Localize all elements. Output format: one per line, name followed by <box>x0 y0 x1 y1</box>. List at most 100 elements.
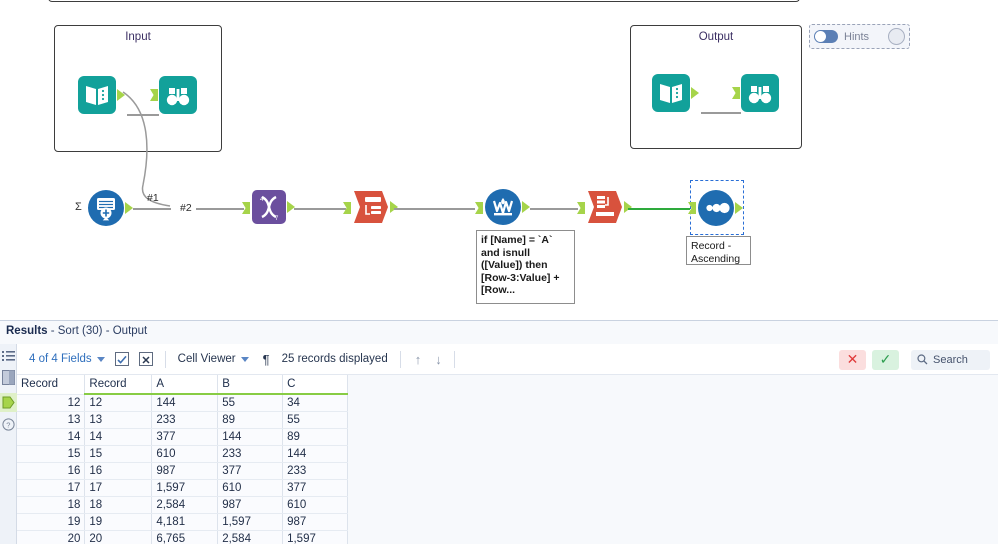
table-cell[interactable]: 2,584 <box>217 530 284 544</box>
table-cell[interactable]: 55 <box>217 394 284 412</box>
table-cell[interactable]: 377 <box>282 479 348 497</box>
table-cell[interactable]: 19 <box>84 513 153 531</box>
table-cell[interactable]: 1,597 <box>217 513 284 531</box>
tool-container-input[interactable]: Input <box>54 25 222 152</box>
table-cell[interactable]: 233 <box>282 462 348 480</box>
table-cell[interactable]: 233 <box>217 445 284 463</box>
sort-tool[interactable] <box>688 190 743 226</box>
output-anchor-icon[interactable] <box>0 393 17 412</box>
table-cell[interactable]: 987 <box>217 496 284 514</box>
summarize-tool[interactable]: Σ <box>75 190 133 226</box>
pilcrow-icon[interactable]: ¶ <box>262 351 270 367</box>
table-cell-rownum[interactable]: 15 <box>17 445 86 463</box>
output-anchor[interactable] <box>117 89 125 101</box>
fields-dropdown[interactable]: 4 of 4 Fields <box>29 353 105 365</box>
table-cell[interactable]: 4,181 <box>151 513 219 531</box>
table-cell[interactable]: 377 <box>151 428 219 446</box>
cross-tab-tool[interactable] <box>577 189 632 225</box>
table-cell-rownum[interactable]: 14 <box>17 428 86 446</box>
select-tool[interactable] <box>343 189 398 225</box>
help-icon[interactable]: ? <box>2 418 15 431</box>
table-cell-rownum[interactable]: 12 <box>17 394 86 412</box>
input-anchor[interactable] <box>242 202 250 214</box>
table-cell[interactable]: 987 <box>151 462 219 480</box>
table-cell[interactable]: 13 <box>84 411 153 429</box>
search-input[interactable]: Search <box>911 349 990 370</box>
hints-toggle[interactable] <box>814 30 838 43</box>
multi-row-formula-tool[interactable] <box>475 189 530 225</box>
column-header-c[interactable]: C <box>282 375 348 395</box>
chevron-down-icon[interactable] <box>888 28 905 45</box>
connection-wire[interactable] <box>196 208 244 210</box>
column-header-record[interactable]: Record <box>84 375 153 395</box>
table-cell[interactable]: 16 <box>84 462 153 480</box>
scroll-up-button[interactable]: ↑ <box>414 351 422 367</box>
connection-wire[interactable] <box>133 208 171 210</box>
table-cell-rownum[interactable]: 18 <box>17 496 86 514</box>
table-cell-rownum[interactable]: 17 <box>17 479 86 497</box>
column-header-a[interactable]: A <box>151 375 219 395</box>
workflow-canvas[interactable]: Input <box>0 0 998 320</box>
hints-panel[interactable]: Hints <box>809 24 910 49</box>
confirm-button[interactable]: ✓ <box>872 349 899 370</box>
table-cell[interactable]: 1,597 <box>282 530 348 544</box>
cell-viewer-dropdown[interactable]: Cell Viewer <box>178 353 249 365</box>
tool-container-output[interactable]: Output <box>630 25 802 149</box>
cancel-button[interactable]: ✕ <box>839 349 866 370</box>
table-cell[interactable]: 144 <box>217 428 284 446</box>
output-anchor[interactable] <box>125 202 133 214</box>
input-data-tool-2[interactable] <box>652 74 699 112</box>
deselect-all-fields-button[interactable] <box>138 352 153 366</box>
table-cell[interactable]: 2,584 <box>151 496 219 514</box>
input-anchor[interactable] <box>732 87 740 99</box>
table-cell[interactable]: 6,765 <box>151 530 219 544</box>
input-anchor[interactable] <box>577 202 585 214</box>
table-cell[interactable]: 12 <box>84 394 153 412</box>
input-data-tool-1[interactable] <box>78 76 125 114</box>
table-cell[interactable]: 610 <box>217 479 284 497</box>
table-cell[interactable]: 89 <box>282 428 348 446</box>
table-cell[interactable]: 55 <box>282 411 348 429</box>
table-cell-rownum[interactable]: 16 <box>17 462 86 480</box>
table-cell[interactable]: 14 <box>84 428 153 446</box>
connection-wire[interactable] <box>701 112 741 114</box>
scroll-down-button[interactable]: ↓ <box>435 351 442 367</box>
column-header-b[interactable]: B <box>217 375 284 395</box>
messages-icon[interactable] <box>2 350 15 363</box>
browse-tool-2[interactable] <box>732 74 779 112</box>
connection-wire[interactable] <box>530 208 578 210</box>
browse-tool-1[interactable] <box>150 76 197 114</box>
column-header-rownum[interactable]: Record <box>17 375 86 395</box>
input-anchor[interactable] <box>475 202 483 214</box>
table-cell[interactable]: 610 <box>282 496 348 514</box>
connection-wire-selected[interactable] <box>628 208 690 210</box>
output-anchor[interactable] <box>287 201 295 213</box>
table-cell[interactable]: 144 <box>151 394 219 412</box>
select-all-fields-button[interactable] <box>114 352 129 366</box>
input-anchor[interactable] <box>688 202 696 214</box>
table-cell[interactable]: 987 <box>282 513 348 531</box>
table-cell[interactable]: 377 <box>217 462 284 480</box>
panel-icon[interactable] <box>2 370 15 385</box>
connection-wire[interactable] <box>394 208 475 210</box>
table-cell-rownum[interactable]: 13 <box>17 411 86 429</box>
table-cell[interactable]: 18 <box>84 496 153 514</box>
input-anchor[interactable] <box>150 89 158 101</box>
table-cell[interactable]: 17 <box>84 479 153 497</box>
table-cell-rownum[interactable]: 19 <box>17 513 86 531</box>
table-cell[interactable]: 1,597 <box>151 479 219 497</box>
table-cell[interactable]: 610 <box>151 445 219 463</box>
table-cell[interactable]: 20 <box>84 530 153 544</box>
table-cell[interactable]: 233 <box>151 411 219 429</box>
table-cell-rownum[interactable]: 20 <box>17 530 86 544</box>
